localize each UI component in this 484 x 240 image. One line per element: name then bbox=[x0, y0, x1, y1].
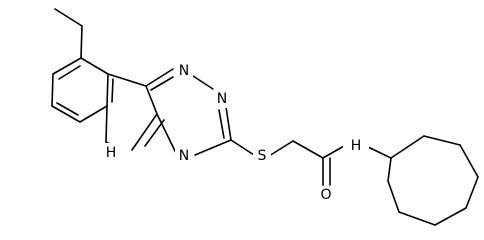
bond bbox=[58, 65, 81, 80]
bond bbox=[365, 145, 392, 159]
bond bbox=[105, 105, 108, 143]
nitrogen-label: N bbox=[179, 63, 189, 79]
molecule-canvas: N N N H S O H bbox=[51, 8, 479, 226]
bond bbox=[51, 105, 81, 123]
bond bbox=[145, 85, 158, 115]
bond bbox=[192, 75, 214, 90]
sulfur-label: S bbox=[258, 148, 267, 164]
bond bbox=[54, 8, 83, 27]
bond bbox=[268, 140, 294, 157]
bond bbox=[51, 73, 54, 107]
bond bbox=[225, 106, 232, 141]
bond bbox=[156, 113, 177, 154]
bond bbox=[230, 139, 255, 156]
bond bbox=[80, 57, 109, 75]
bond bbox=[52, 57, 82, 75]
nitrogen-label: N bbox=[217, 91, 227, 107]
bond bbox=[434, 207, 467, 226]
bond bbox=[79, 105, 108, 123]
bond bbox=[218, 109, 225, 139]
bond bbox=[80, 25, 83, 59]
bond bbox=[194, 139, 232, 156]
nh-label: H bbox=[106, 145, 117, 161]
bond bbox=[150, 76, 174, 91]
oxygen-label: O bbox=[320, 187, 331, 203]
bond bbox=[459, 144, 479, 178]
bonds bbox=[51, 8, 479, 226]
bond bbox=[390, 135, 425, 159]
bond bbox=[144, 119, 165, 147]
bond bbox=[387, 157, 392, 182]
amide-nh-label: H bbox=[351, 138, 362, 154]
bond bbox=[107, 73, 147, 87]
bond bbox=[292, 140, 324, 159]
chemical-structure-diagram: N N N H S O H bbox=[51, 8, 479, 226]
bond bbox=[145, 68, 174, 87]
bond bbox=[398, 211, 436, 226]
bond bbox=[131, 113, 158, 151]
bond bbox=[56, 102, 79, 116]
bond bbox=[106, 73, 109, 107]
atom-labels: N N N H S O H bbox=[97, 62, 369, 204]
bond bbox=[322, 145, 345, 159]
bond bbox=[111, 78, 114, 103]
bond bbox=[465, 176, 479, 209]
bond bbox=[387, 180, 400, 213]
nitrogen-label: N bbox=[179, 148, 189, 164]
bond bbox=[423, 135, 461, 146]
